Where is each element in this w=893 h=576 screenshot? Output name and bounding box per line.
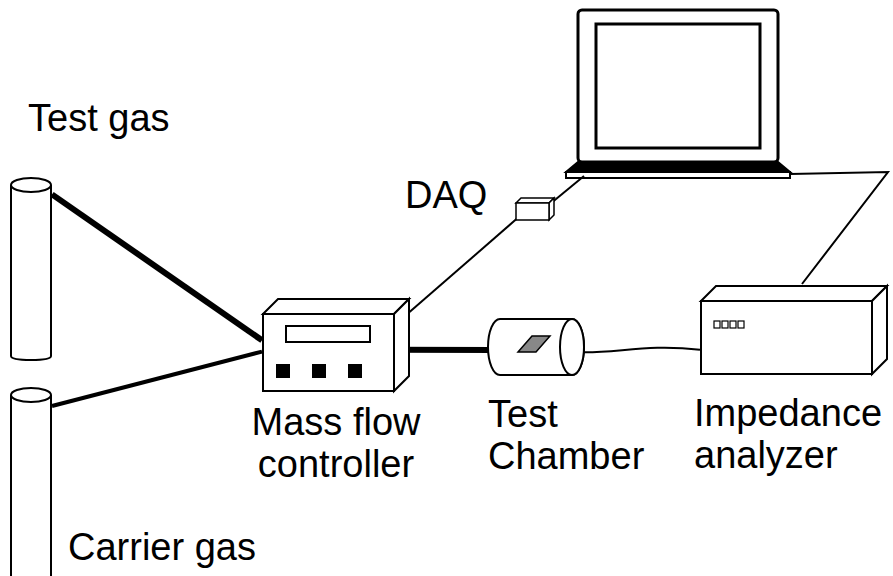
node-label: Mass flow controller: [234, 402, 438, 486]
gas-cylinder-outline: [10, 388, 52, 576]
gas-pipe-line: [52, 352, 262, 406]
impedance-analyzer: Impedance analyzer: [700, 285, 888, 375]
test-chamber-outline: [488, 318, 584, 376]
daq-module: DAQ: [515, 197, 555, 221]
gas-cylinder-outline: [10, 178, 52, 360]
gas-cylinder: Test gas: [10, 178, 52, 360]
mass-flow-controller: Mass flow controller: [262, 298, 410, 392]
mass-flow-controller-outline: [262, 298, 410, 392]
node-label: DAQ: [405, 175, 487, 217]
node-label: Impedance analyzer: [694, 393, 890, 477]
gas-cylinder: Carrier gas: [10, 388, 52, 576]
node-label: Test gas: [28, 98, 170, 140]
signal-cable-line: [404, 219, 517, 317]
node-label: Carrier gas: [68, 527, 256, 569]
daq-module-outline: [515, 197, 555, 221]
gas-pipe-line: [52, 194, 262, 340]
signal-cable: [404, 219, 517, 317]
laptop-screen: [596, 24, 760, 148]
laptop-lid: [578, 10, 778, 162]
impedance-analyzer-outline: [700, 285, 888, 375]
gas-pipe: [52, 352, 262, 406]
laptop-keyboard: [566, 162, 790, 172]
laptop-base: [566, 172, 790, 178]
usb-cable: [550, 176, 584, 204]
node-label: Test Chamber: [488, 394, 663, 478]
test-chamber: Test Chamber: [488, 318, 584, 376]
gas-pipe: [52, 194, 262, 340]
analyzer-cable: [790, 172, 888, 284]
